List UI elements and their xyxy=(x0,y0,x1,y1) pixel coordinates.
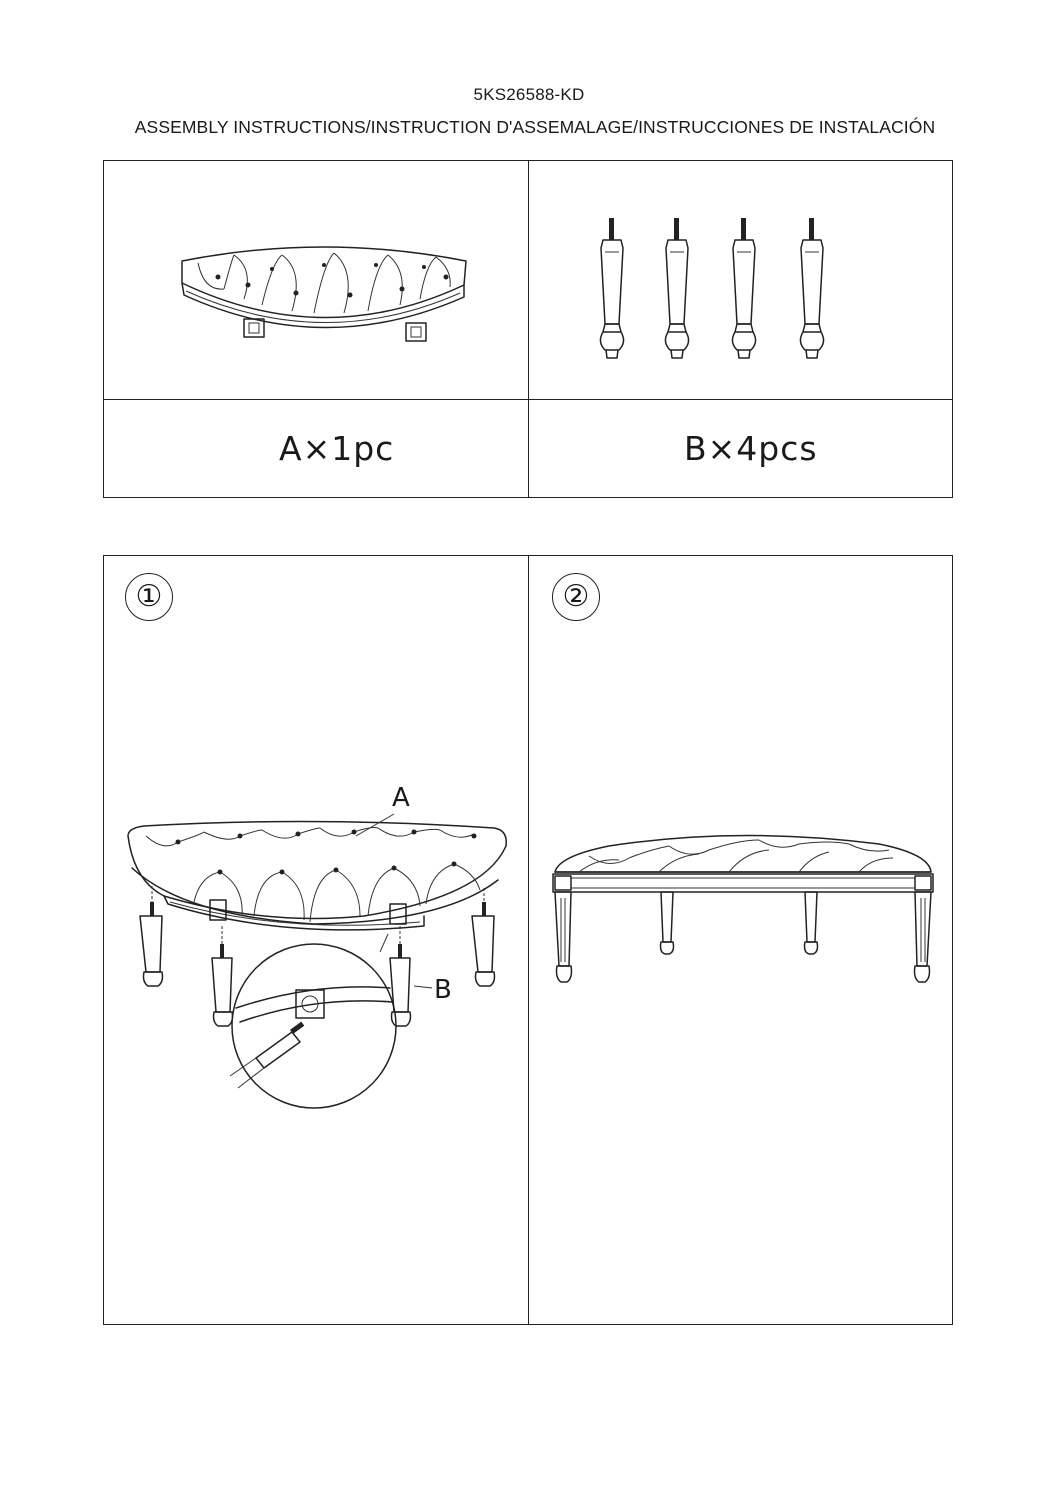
part-b-quantity: B×4pcs xyxy=(684,429,818,468)
step-1-number: ① xyxy=(125,573,173,621)
part-b-legs-illustration xyxy=(599,217,825,359)
parts-table: A×1pc B×4pcs xyxy=(103,160,953,498)
step-1-label-a: A xyxy=(392,783,410,813)
instructions-heading: ASSEMBLY INSTRUCTIONS/INSTRUCTION D'ASSE… xyxy=(134,117,936,137)
step-2-number: ② xyxy=(552,573,600,621)
step-1-label-b: B xyxy=(434,975,452,1005)
part-a-bench-top-illustration xyxy=(181,246,467,342)
step-2-assembled-bench-illustration xyxy=(552,834,934,983)
column-divider xyxy=(528,161,529,497)
part-a-quantity: A×1pc xyxy=(279,429,395,468)
steps-table: ① ② A xyxy=(103,555,953,1325)
row-divider xyxy=(104,399,952,400)
step-1-attach-legs-illustration: A B xyxy=(127,783,507,1109)
column-divider xyxy=(528,556,529,1324)
model-number: 5KS26588-KD xyxy=(473,85,585,104)
